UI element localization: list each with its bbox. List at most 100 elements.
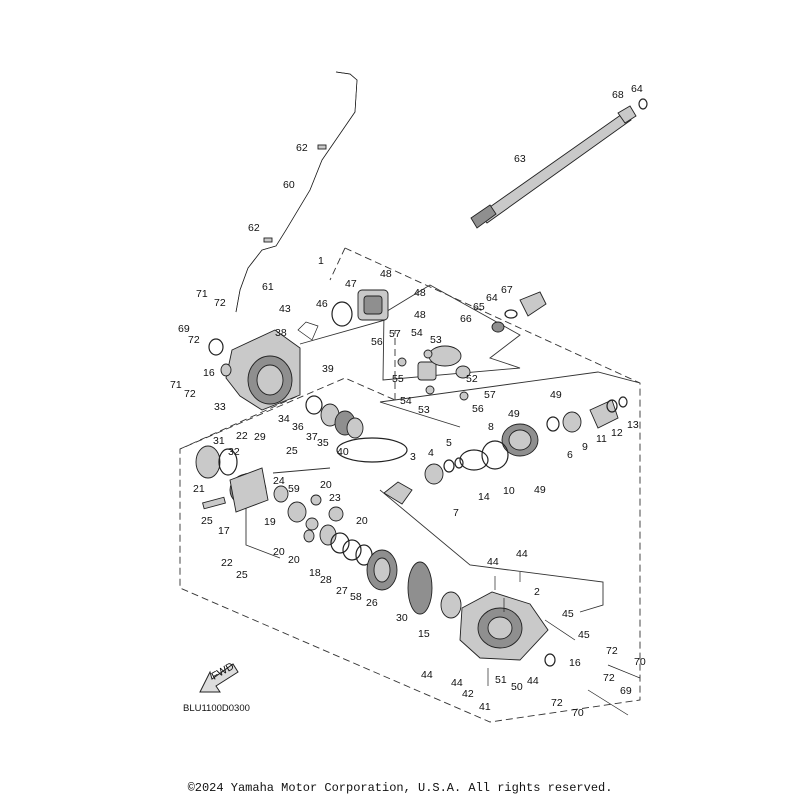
callout: 36 bbox=[292, 421, 304, 433]
callout: 23 bbox=[329, 492, 341, 504]
callout: 64 bbox=[486, 292, 498, 304]
callout: 42 bbox=[462, 688, 474, 700]
callout: 22 bbox=[221, 557, 233, 569]
rear-housing bbox=[208, 329, 301, 411]
shift-fork bbox=[297, 289, 389, 341]
callout: 29 bbox=[254, 431, 266, 443]
callout: 58 bbox=[350, 591, 362, 603]
callout: 54 bbox=[411, 327, 423, 339]
callout: 66 bbox=[460, 313, 472, 325]
universal-joint bbox=[397, 345, 471, 401]
callout: 16 bbox=[203, 367, 215, 379]
callout: 72 bbox=[603, 672, 615, 684]
assembly-boundary bbox=[179, 247, 641, 723]
callout: 44 bbox=[527, 675, 539, 687]
callout: 51 bbox=[495, 674, 507, 686]
callout: 60 bbox=[283, 179, 295, 191]
callout: 72 bbox=[184, 388, 196, 400]
callout: 2 bbox=[534, 586, 540, 598]
copyright-notice: ©2024 Yamaha Motor Corporation, U.S.A. A… bbox=[187, 781, 613, 795]
callout: 41 bbox=[479, 701, 491, 713]
callout: 30 bbox=[396, 612, 408, 624]
callout: 4 bbox=[428, 447, 434, 459]
callout: 43 bbox=[279, 303, 291, 315]
callout: 17 bbox=[218, 525, 230, 537]
callout: 25 bbox=[236, 569, 248, 581]
callout: 34 bbox=[278, 413, 290, 425]
callout: 20 bbox=[288, 554, 300, 566]
callout: 31 bbox=[213, 435, 225, 447]
callout: 1 bbox=[318, 255, 324, 267]
callout: 20 bbox=[273, 546, 285, 558]
callout: 14 bbox=[478, 491, 490, 503]
front-differential-case bbox=[195, 445, 344, 543]
callout: 55 bbox=[392, 373, 404, 385]
callout: 72 bbox=[214, 297, 226, 309]
callout: 52 bbox=[466, 373, 478, 385]
callout: 39 bbox=[322, 363, 334, 375]
callout: 53 bbox=[430, 334, 442, 346]
callout: 72 bbox=[551, 697, 563, 709]
subassembly-outlines bbox=[245, 284, 641, 613]
callout: 6 bbox=[567, 449, 573, 461]
callout: 57 bbox=[484, 389, 496, 401]
callout: 68 bbox=[612, 89, 624, 101]
callout: 48 bbox=[414, 287, 426, 299]
callout: 65 bbox=[473, 301, 485, 313]
callout: 72 bbox=[188, 334, 200, 346]
callout: 47 bbox=[345, 278, 357, 290]
callout: 69 bbox=[178, 323, 190, 335]
callout: 50 bbox=[511, 681, 523, 693]
callout: 18 bbox=[309, 567, 321, 579]
callout: 44 bbox=[451, 677, 463, 689]
callout: 53 bbox=[418, 404, 430, 416]
callout: 27 bbox=[336, 585, 348, 597]
callout: 63 bbox=[514, 153, 526, 165]
callout: 44 bbox=[421, 669, 433, 681]
callout: 49 bbox=[550, 389, 562, 401]
callout: 45 bbox=[578, 629, 590, 641]
callout: 13 bbox=[627, 419, 639, 431]
front-housing bbox=[459, 591, 556, 667]
callout: 46 bbox=[316, 298, 328, 310]
callout: 24 bbox=[273, 475, 285, 487]
callout: 19 bbox=[264, 516, 276, 528]
callout: 32 bbox=[228, 446, 240, 458]
fwd-arrow: FWD bbox=[199, 660, 239, 693]
callout: 62 bbox=[248, 222, 260, 234]
vent-hose bbox=[235, 71, 358, 313]
callout: 20 bbox=[320, 479, 332, 491]
pinion-gears bbox=[305, 395, 408, 463]
callout: 16 bbox=[569, 657, 581, 669]
callout: 72 bbox=[606, 645, 618, 657]
callout: 35 bbox=[317, 437, 329, 449]
callout: 48 bbox=[414, 309, 426, 321]
callout: 11 bbox=[596, 433, 607, 445]
callout: 56 bbox=[371, 336, 383, 348]
callout: 7 bbox=[453, 507, 459, 519]
callout: 45 bbox=[562, 608, 574, 620]
callout: 8 bbox=[488, 421, 494, 433]
callout-labels: 1 2 3 4 5 6 7 8 9 10 11 12 13 14 15 16 1… bbox=[170, 83, 646, 719]
callout: 62 bbox=[296, 142, 308, 154]
callout: 67 bbox=[501, 284, 513, 296]
callout: 15 bbox=[418, 628, 430, 640]
differential-shims bbox=[319, 481, 462, 619]
callout: 49 bbox=[534, 484, 546, 496]
callout: 69 bbox=[620, 685, 632, 697]
callout: 12 bbox=[611, 427, 623, 439]
callout: 70 bbox=[634, 656, 646, 668]
callout: 56 bbox=[472, 403, 484, 415]
callout: 10 bbox=[503, 485, 515, 497]
callout: 44 bbox=[487, 556, 499, 568]
callout: 54 bbox=[400, 395, 412, 407]
callout: 49 bbox=[508, 408, 520, 420]
callout: 25 bbox=[201, 515, 213, 527]
callout: 61 bbox=[262, 281, 274, 293]
bolts bbox=[487, 572, 641, 716]
callout: 38 bbox=[275, 327, 287, 339]
drive-shaft bbox=[470, 98, 648, 229]
callout: 71 bbox=[170, 379, 182, 391]
callout: 37 bbox=[306, 431, 318, 443]
